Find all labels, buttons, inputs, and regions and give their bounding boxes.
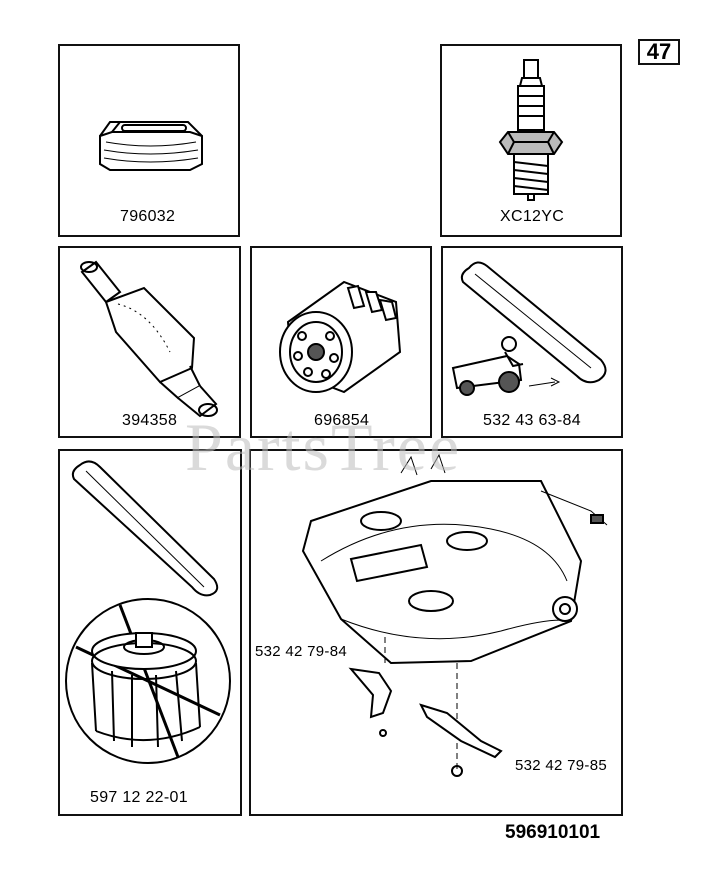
oil-filter-icon [252,248,430,436]
page-number: 47 [638,39,680,65]
spark-plug-icon [442,46,620,235]
drive-belt-tractor-icon [443,248,621,436]
blade-callout-label: 532 42 79-84 [255,643,348,660]
mower-deck-icon [251,451,621,814]
part-number-label: XC12YC [500,208,565,225]
part-box-597-12-22-01[interactable]: 597 12 22-01 [58,449,242,816]
part-box-796032[interactable]: 796032 [58,44,240,237]
part-number-label: 696854 [314,412,370,429]
belt-sleeve-icon [60,46,238,235]
part-box-696854[interactable]: 696854 [250,246,432,438]
deck-assembly-box[interactable]: 532 42 79-84 532 42 79-85 [249,449,623,816]
part-number-label: 796032 [120,208,176,225]
belt-pulley-icon [60,451,240,814]
part-number-label: 597 12 22-01 [90,789,188,806]
part-box-xc12yc[interactable]: XC12YC [440,44,622,237]
part-box-394358[interactable]: 394358 [58,246,241,438]
part-number-label: 532 43 63-84 [483,412,581,429]
blade-callout-label: 532 42 79-85 [515,757,608,774]
fuel-filter-icon [60,248,239,436]
document-number: 596910101 [505,822,601,843]
part-box-532-43-63-84[interactable]: 532 43 63-84 [441,246,623,438]
part-number-label: 394358 [122,412,178,429]
